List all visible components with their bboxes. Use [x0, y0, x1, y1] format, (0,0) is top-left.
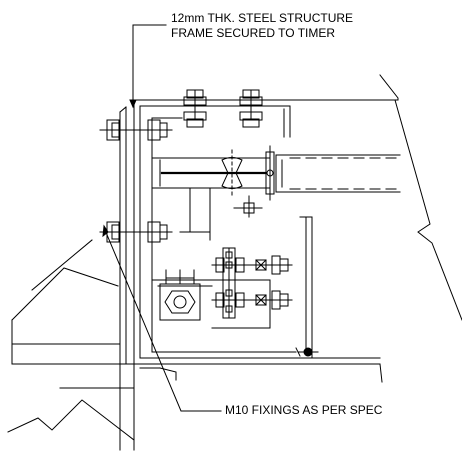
leader-lines	[102, 24, 222, 412]
annotation-steel-frame-line-1: 12mm THK. STEEL STRUCTURE	[171, 11, 354, 25]
annotation-fixings: M10 FIXINGS AS PER SPEC	[225, 403, 383, 417]
timber-substrate	[7, 239, 183, 451]
lower-assembly	[151, 247, 293, 329]
leader-top	[132, 24, 167, 105]
top-bolts	[183, 89, 263, 128]
leader-bottom	[104, 229, 222, 412]
leader-bottom-arrow	[102, 224, 109, 238]
beam-section	[275, 154, 401, 193]
bottom-right-fixing	[295, 347, 319, 357]
main-frame	[133, 74, 462, 383]
leader-top-arrow	[129, 99, 137, 109]
side-bolts	[99, 119, 173, 243]
central-bracket	[151, 145, 275, 241]
annotation-steel-frame-line-2: FRAME SECURED TO TIMER	[171, 26, 336, 40]
annotation-steel-frame: 12mm THK. STEEL STRUCTURE FRAME SECURED …	[171, 11, 353, 41]
